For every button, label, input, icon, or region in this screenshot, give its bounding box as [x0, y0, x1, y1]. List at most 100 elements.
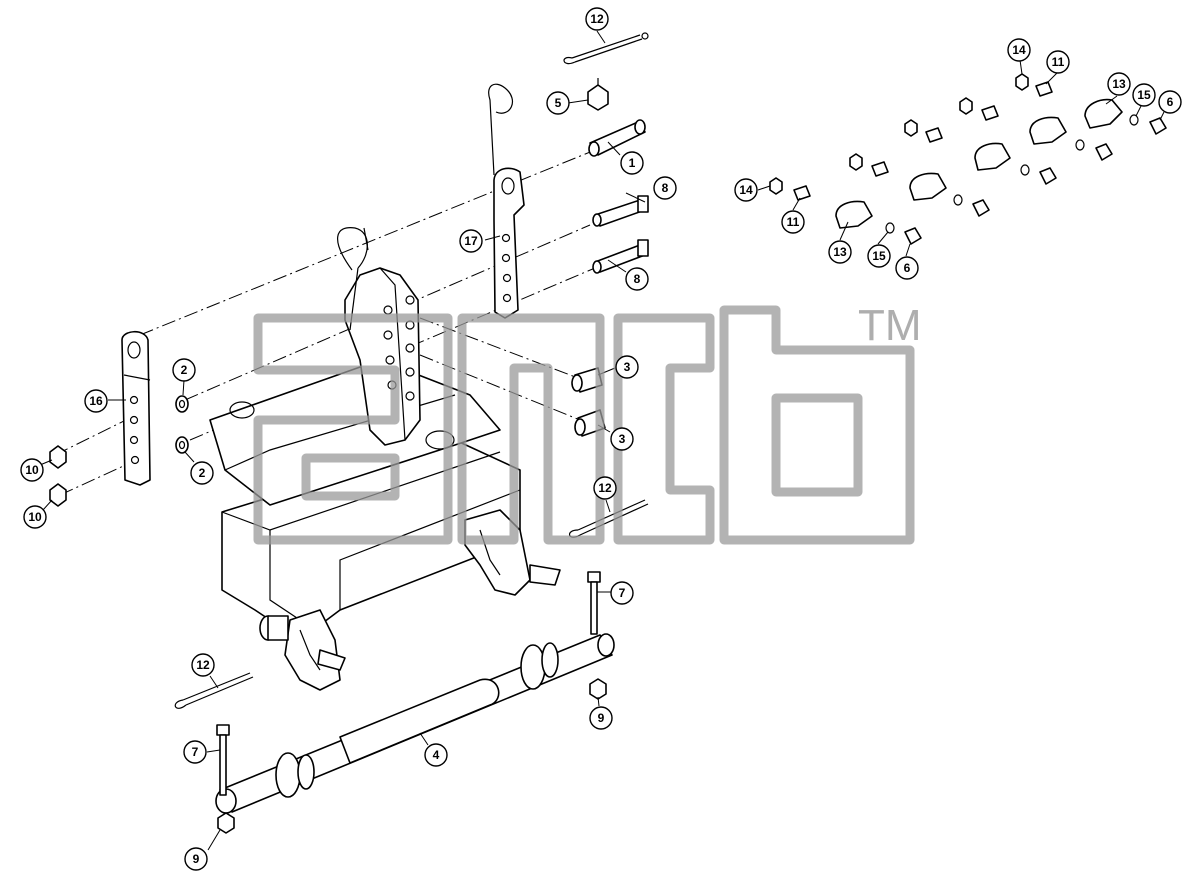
elbow-set-1	[1084, 98, 1167, 135]
elbow-set-3	[974, 142, 1057, 185]
cotter-pin-12-middle	[569, 499, 649, 538]
callout-circle	[20, 458, 44, 482]
callout-circle	[191, 653, 215, 677]
watermark-trademark: TM	[858, 301, 922, 350]
callout-12: 12	[585, 7, 609, 31]
callout-circle	[653, 176, 677, 200]
callout-number: 15	[872, 249, 886, 263]
callout-17: 17	[459, 229, 483, 253]
callout-3: 3	[615, 355, 639, 379]
callout-number: 9	[598, 711, 605, 725]
pin-8-lower	[592, 239, 649, 274]
callout-circle	[781, 210, 805, 234]
callout-6: 6	[1158, 90, 1182, 114]
washer-2-upper	[175, 395, 189, 413]
callout-number: 1	[629, 156, 636, 170]
callout-number: 7	[619, 586, 626, 600]
callout-circle	[610, 581, 634, 605]
callout-3: 3	[610, 427, 634, 451]
callout-9: 9	[589, 706, 613, 730]
callout-number: 10	[25, 463, 39, 477]
callout-number: 4	[433, 748, 440, 762]
callout-15: 15	[1132, 83, 1156, 107]
callout-circle	[172, 358, 196, 382]
cotter-pin-12-left	[174, 672, 254, 709]
callout-number: 3	[624, 360, 631, 374]
callout-circle	[1007, 38, 1031, 62]
callout-16: 16	[84, 389, 108, 413]
callout-12: 12	[191, 653, 215, 677]
callout-circle	[589, 706, 613, 730]
side-plate-16	[121, 330, 151, 486]
cotter-pin-12-top	[563, 32, 649, 65]
callout-7: 7	[183, 740, 207, 764]
callout-number: 8	[634, 272, 641, 286]
callout-circle	[1158, 90, 1182, 114]
callout-2: 2	[190, 461, 214, 485]
callout-number: 2	[199, 466, 206, 480]
callout-number: 13	[1112, 77, 1126, 91]
callout-number: 12	[196, 658, 210, 672]
callout-number: 2	[181, 363, 188, 377]
callout-8: 8	[653, 176, 677, 200]
callout-number: 14	[739, 183, 753, 197]
callout-circle	[546, 91, 570, 115]
callout-6: 6	[895, 256, 919, 280]
callout-number: 13	[833, 245, 847, 259]
callout-8: 8	[625, 267, 649, 291]
nut-9-right	[589, 678, 607, 700]
callout-2: 2	[172, 358, 196, 382]
callout-14: 14	[734, 178, 758, 202]
watermark-logo: TM	[253, 301, 922, 545]
elbow-set-4	[909, 172, 990, 217]
callout-number: 10	[28, 510, 42, 524]
callout-1: 1	[620, 151, 644, 175]
callout-number: 5	[555, 96, 562, 110]
callout-circle	[1107, 72, 1131, 96]
top-link-plate-17	[488, 83, 525, 319]
callout-circle	[867, 244, 891, 268]
callout-number: 3	[619, 432, 626, 446]
callout-7: 7	[610, 581, 634, 605]
callout-circle	[828, 240, 852, 264]
callout-5: 5	[546, 91, 570, 115]
callout-number: 7	[192, 745, 199, 759]
callout-number: 14	[1012, 43, 1026, 57]
pin-8-upper	[592, 195, 649, 227]
callout-circle	[84, 389, 108, 413]
callout-circle	[23, 505, 47, 529]
callout-circle	[585, 7, 609, 31]
callout-circle	[620, 151, 644, 175]
callout-number: 12	[590, 12, 604, 26]
bolt-7-left	[216, 724, 230, 796]
elbow-set-5	[835, 200, 922, 245]
callout-circle	[593, 476, 617, 500]
callout-4: 4	[424, 743, 448, 767]
callout-number: 9	[193, 852, 200, 866]
callout-circle	[1046, 50, 1070, 74]
callout-13: 13	[828, 240, 852, 264]
nut-10-lower	[49, 483, 67, 507]
callout-circle	[459, 229, 483, 253]
callout-circle	[190, 461, 214, 485]
callout-14: 14	[1007, 38, 1031, 62]
callout-number: 12	[598, 481, 612, 495]
callout-circle	[183, 740, 207, 764]
callout-circle	[1132, 83, 1156, 107]
callout-circle	[615, 355, 639, 379]
pin-1	[588, 119, 646, 157]
cross-shaft-4	[215, 633, 615, 814]
callout-13: 13	[1107, 72, 1131, 96]
callout-circle	[424, 743, 448, 767]
callout-number: 11	[787, 215, 800, 229]
callout-number: 11	[1052, 55, 1065, 69]
callout-9: 9	[184, 847, 208, 871]
bolt-7-right	[587, 571, 601, 635]
callout-circle	[184, 847, 208, 871]
nut-9-left	[217, 812, 235, 834]
callout-12: 12	[593, 476, 617, 500]
callout-circle	[895, 256, 919, 280]
callout-number: 17	[464, 234, 478, 248]
